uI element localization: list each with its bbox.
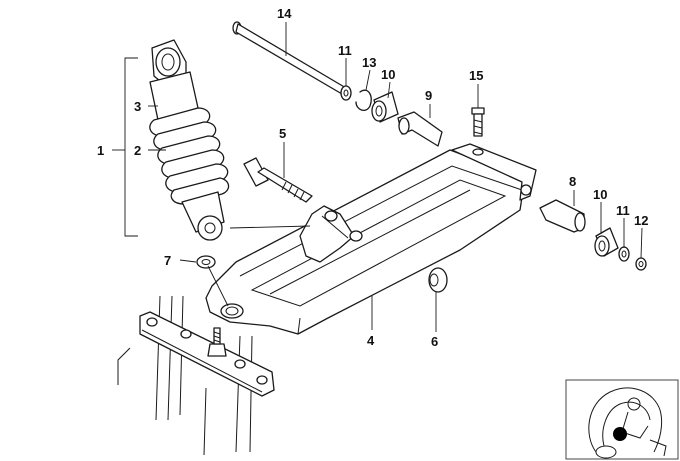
- swing-arm: [205, 143, 537, 335]
- washer-11-upper-hole: [343, 89, 349, 97]
- bolt-5-head: [243, 157, 269, 187]
- spring-coil-6: [170, 177, 230, 205]
- leader-12: [640, 227, 643, 259]
- rubber-bushing-6-hole: [429, 273, 439, 287]
- sleeve-8-end: [574, 212, 586, 232]
- clamp-bolt-3: [234, 359, 246, 369]
- highlight-location-marker: [613, 427, 627, 441]
- ball-joint-base: [207, 343, 227, 357]
- callout-9: 9: [425, 88, 432, 103]
- callout-8: 8: [569, 174, 576, 189]
- swing-arm-corner: [297, 317, 301, 335]
- callout-6: 6: [431, 334, 438, 349]
- bracket-hole-upper: [324, 210, 338, 222]
- scooter-front: [649, 439, 667, 457]
- fork-assembly: [117, 295, 275, 456]
- clamp-bolt-left: [146, 317, 158, 327]
- swing-arm-mount-eye: [220, 303, 244, 319]
- rider-head: [627, 397, 641, 411]
- clamp-bolt-right: [256, 375, 268, 385]
- bushing-10-upper-face: [371, 100, 387, 122]
- callout-3: 3: [134, 99, 141, 114]
- scooter-canopy: [588, 387, 663, 453]
- washer-11-lower: [618, 246, 630, 262]
- bushing-10-upper-hole: [375, 105, 383, 117]
- leader-shock-arm: [229, 225, 311, 229]
- callout-10-lower: 10: [593, 187, 607, 202]
- screw-15-thread: [473, 119, 483, 135]
- bolt-5: [243, 157, 313, 203]
- callout-labels: 1 2 3 4 5 6 7 8 9 10 10 11 11 12 13 14 1…: [97, 6, 648, 349]
- callout-10-upper: 10: [381, 67, 395, 82]
- callout-13: 13: [362, 55, 376, 70]
- rider-body: [621, 411, 649, 439]
- upper-hardware: [340, 85, 485, 147]
- thumbnail-frame: [565, 379, 679, 460]
- leader-10a: [387, 81, 391, 99]
- leader-lines: [112, 22, 643, 332]
- sleeve-9-face: [398, 117, 410, 135]
- scooter-roof-frame: [602, 401, 651, 447]
- swing-arm-mount-eye-inner: [225, 306, 239, 316]
- fork-brace: [117, 347, 131, 385]
- callout-5: 5: [279, 126, 286, 141]
- shock-absorber: [149, 39, 230, 241]
- callout-12: 12: [634, 213, 648, 228]
- bolt-5-thread: [281, 181, 305, 201]
- pivot-hole-right: [520, 184, 532, 196]
- bushing-10-lower-face: [594, 235, 610, 257]
- bracket-1: [124, 57, 138, 237]
- long-bolt-14: [232, 21, 347, 95]
- grommet-7: [196, 255, 216, 269]
- shock-bottom-eye-inner: [204, 222, 216, 234]
- nut-12: [635, 257, 647, 271]
- washer-11-lower-hole: [621, 250, 627, 258]
- bushing-10-lower-hole: [598, 240, 606, 252]
- leader-7-down: [207, 265, 229, 307]
- callout-2: 2: [134, 143, 141, 158]
- callout-7: 7: [164, 253, 171, 268]
- swing-arm-pivot-end: [451, 143, 537, 201]
- swing-arm-rib: [269, 189, 471, 295]
- callout-1: 1: [97, 143, 104, 158]
- callout-14: 14: [277, 6, 292, 21]
- fork-tube-center: [203, 387, 207, 456]
- fork-tube-right-outer: [235, 335, 241, 453]
- shock-top-eye: [155, 47, 181, 77]
- fork-tube-right-inner: [249, 335, 253, 453]
- shock-top-eye-inner: [161, 53, 175, 71]
- bracket-hole-lower: [349, 230, 363, 242]
- callout-11-upper: 11: [338, 43, 352, 58]
- long-bolt-shaft: [235, 23, 347, 95]
- leader-13: [365, 69, 371, 91]
- nut-12-hole: [638, 261, 644, 267]
- screw-15-shaft: [473, 113, 483, 137]
- swing-arm-bracket: [299, 205, 355, 263]
- triple-clamp-edge: [141, 329, 263, 393]
- swing-arm-channel: [250, 179, 507, 307]
- shock-bottom-eye: [197, 215, 223, 241]
- ball-joint-thread: [213, 331, 221, 343]
- clamp-bolt-2: [180, 329, 192, 339]
- pivot-bolt-hole: [472, 148, 484, 156]
- scooter-rear-wheel: [595, 445, 617, 459]
- circlip-13: [355, 89, 372, 112]
- screw-15-head: [471, 107, 485, 115]
- callout-4: 4: [367, 333, 375, 348]
- washer-11-upper: [340, 85, 352, 101]
- right-hardware: [539, 199, 647, 271]
- locator-thumbnail: [565, 379, 679, 460]
- leader-7: [179, 259, 197, 263]
- callout-11-lower: 11: [616, 203, 630, 218]
- triple-clamp: [139, 311, 275, 397]
- fork-tube-left-inner: [167, 295, 173, 421]
- small-parts: [196, 255, 448, 293]
- grommet-7-hole: [201, 259, 211, 265]
- callout-15: 15: [469, 68, 483, 83]
